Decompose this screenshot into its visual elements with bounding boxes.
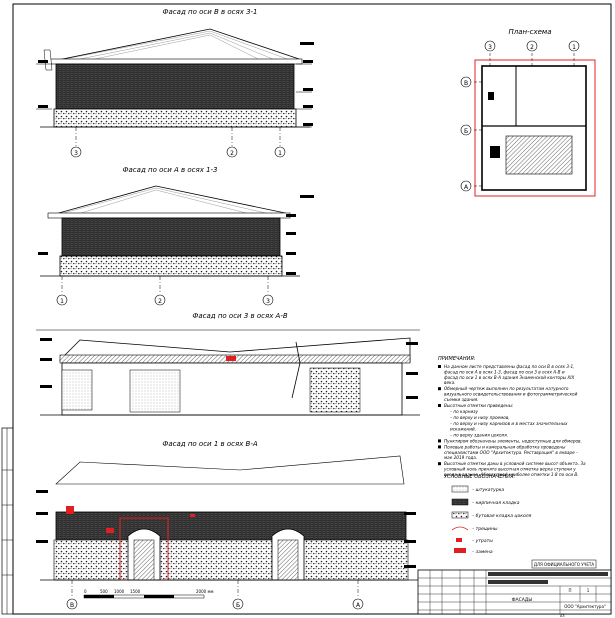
axis-label: 3 (266, 298, 270, 305)
note-line: съемки здания. (444, 397, 479, 402)
svg-text:Б: Б (464, 128, 468, 135)
axis-label: 1 (278, 150, 282, 157)
note-line: Высотные отметки приведены: (444, 403, 514, 408)
note-line: мае 2019 года. (444, 455, 477, 460)
legend: УСЛОВНЫЕ ОБОЗНАЧЕНИЯ: – штукатурка – кир… (444, 474, 532, 555)
facade-4-title: Фасад по оси 1 в осях В-А (162, 440, 258, 448)
axis-label: А (356, 602, 361, 609)
note-line: искажений, (450, 426, 476, 431)
note-line: визуального освидетельствования и фотогр… (444, 392, 578, 397)
svg-text:В: В (464, 80, 468, 87)
axis-label: В (70, 602, 74, 609)
facade-2: Фасад по оси А в осях 1-3 1 2 3 (38, 166, 314, 306)
loss-mark (226, 356, 236, 361)
facade-3-title: Фасад по оси 3 в осях А-В (192, 312, 288, 320)
axis-label: 2 (230, 150, 234, 157)
note-line: – по верху и низу карнизов и в местах зн… (450, 421, 568, 426)
facade-3: Фасад по оси 3 в осях А-В (36, 312, 420, 416)
note-line: На данном листе представлены фасад по ос… (444, 364, 575, 369)
stamp-text: ДЛЯ ОФИЦИАЛЬНОГО УЧЕТА (534, 562, 595, 567)
svg-text:500: 500 (100, 589, 108, 594)
format: А3 (560, 614, 565, 618)
note-line: – по верху и низу проемов, (450, 415, 510, 420)
svg-text:1000: 1000 (114, 589, 125, 594)
loss-mark (106, 528, 114, 533)
note-bullet (438, 387, 441, 391)
note-line: фасад по оси 1 в осях В-А здания Знаменс… (444, 375, 574, 380)
svg-text:0: 0 (84, 589, 87, 594)
svg-text:1500: 1500 (130, 589, 141, 594)
note-bullet (438, 404, 441, 407)
plan-title: План-схема (509, 28, 552, 36)
note-bullet (438, 462, 441, 466)
legend-item: – штукатурка (472, 488, 504, 493)
facade-2-title: Фасад по оси А в осях 1-3 (122, 166, 217, 174)
notes-heading: ПРИМЕЧАНИЯ: (438, 356, 476, 362)
note-line: фасад по оси А в осях 1-3, фасад по оси … (444, 369, 565, 374)
legend-heading: УСЛОВНЫЕ ОБОЗНАЧЕНИЯ: (444, 474, 516, 480)
note-line: – по карнизу (450, 409, 478, 414)
legend-item: – бутовая кладка цоколя (472, 513, 532, 519)
note-line: Высотные отметки даны в условной системе… (444, 461, 586, 466)
axis-label: 1 (60, 298, 64, 305)
facade-4: Фасад по оси 1 в осях В-А В Б А (36, 440, 420, 610)
note-line: – по верху здания цоколя. (450, 432, 508, 437)
note-bullet (438, 445, 441, 449)
company: ООО "Архитектура" (564, 604, 606, 609)
note-line: специалистами ООО "Архитектура. Реставра… (444, 450, 578, 455)
legend-item: – кирпичная кладка (472, 501, 520, 506)
facade-1-title: Фасад по оси В в осях 3-1 (162, 8, 257, 16)
axis-label: 2 (158, 298, 162, 305)
note-line: Обмерный чертеж выполнен по результатам … (444, 386, 569, 391)
loss-mark (66, 506, 74, 514)
notes-block: ПРИМЕЧАНИЯ: На данном листе представлены… (438, 356, 586, 477)
note-bullet (438, 439, 441, 443)
note-line: входа в здание. Абсолютной наиболее отме… (444, 472, 579, 477)
svg-text:1: 1 (572, 44, 576, 51)
sheet-number: 1 (587, 588, 590, 593)
note-bullet (438, 365, 441, 368)
note-line: условный ноль принята высотная отметка в… (443, 467, 576, 472)
legend-item: – утраты (472, 539, 493, 544)
svg-text:2000 мм: 2000 мм (196, 589, 214, 594)
title-block: ДЛЯ ОФИЦИАЛЬНОГО УЧЕТА ФАСАДЫ П 1 ООО "А… (417, 559, 612, 618)
axis-label: Б (236, 602, 240, 609)
svg-text:2: 2 (530, 44, 534, 51)
legend-item: – трещины (472, 527, 498, 532)
note-line: Пунктиром обозначены элементы, недоступн… (444, 438, 582, 443)
plan-scheme: План-схема 3 2 1 В Б А (460, 28, 596, 197)
stage: П (568, 588, 571, 593)
svg-text:3: 3 (488, 44, 492, 51)
note-line: века. (444, 380, 455, 385)
side-stamp (1, 427, 14, 615)
axis-label: 3 (74, 150, 78, 157)
object-title: ФАСАДЫ (512, 597, 533, 603)
svg-text:А: А (464, 184, 469, 191)
note-line: Полевые работы и камеральная обработка п… (444, 444, 566, 449)
sheet-frame (12, 3, 612, 615)
facade-1: Фасад по оси В в осях 3-1 3 2 1 (36, 8, 314, 158)
legend-item: – замена (472, 550, 493, 555)
scale-bar: 0 500 1000 1500 2000 мм (83, 589, 214, 599)
loss-mark (190, 514, 195, 517)
